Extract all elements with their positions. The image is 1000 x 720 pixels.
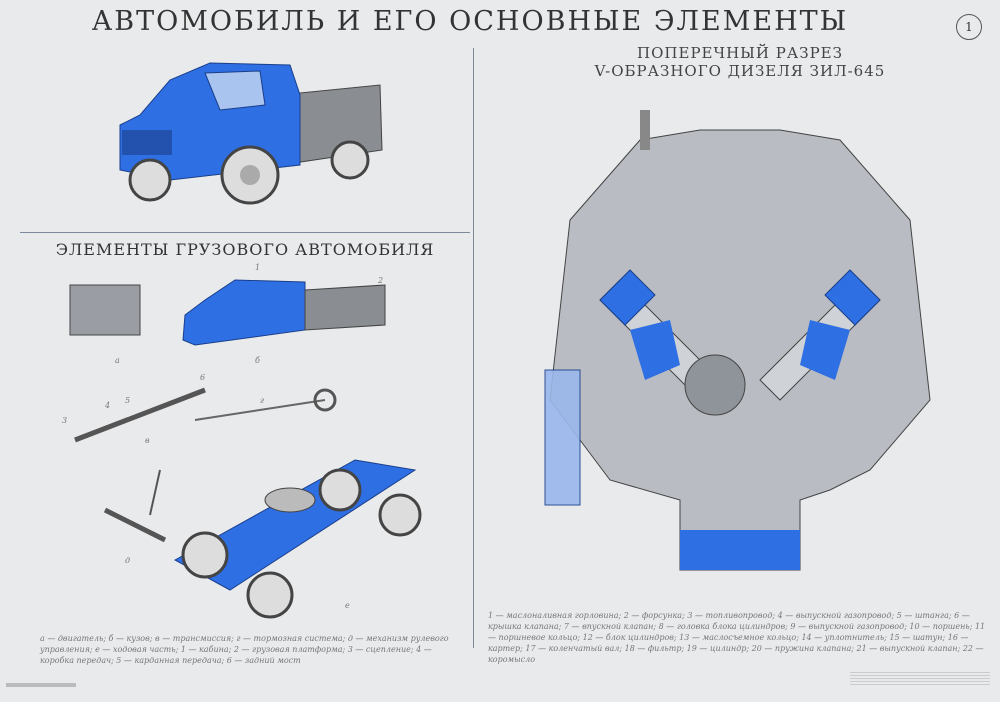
right-caption: 1 — маслоналивная горловина; 2 — форсунк…: [488, 611, 986, 664]
right-title: ПОПЕРЕЧНЫЙ РАЗРЕЗ V-ОБРАЗНОГО ДИЗЕЛЯ ЗИЛ…: [520, 44, 960, 80]
label-b: б: [255, 356, 260, 365]
poster: АВТОМОБИЛЬ И ЕГО ОСНОВНЫЕ ЭЛЕМЕНТЫ 1 ЭЛЕ…: [0, 0, 1000, 702]
left-caption: а — двигатель; б — кузов; в — трансмисси…: [40, 634, 449, 665]
label-2: 2: [378, 276, 384, 285]
label-v: в: [145, 436, 150, 445]
label-4: 4: [105, 401, 111, 410]
label-e: е: [345, 601, 350, 610]
label-6: 6: [200, 373, 206, 382]
sheet-number: 1: [956, 14, 982, 40]
label-1: 1: [255, 263, 261, 272]
right-title-line2: V-ОБРАЗНОГО ДИЗЕЛЯ ЗИЛ-645: [594, 62, 886, 80]
label-5: 5: [125, 396, 131, 405]
right-title-line1: ПОПЕРЕЧНЫЙ РАЗРЕЗ: [637, 44, 843, 62]
truck-illustration: [119, 62, 383, 205]
imprint-right: [850, 672, 990, 686]
engine-cross-section: [544, 110, 931, 571]
label-g: г: [260, 396, 265, 405]
left-subtitle: ЭЛЕМЕНТЫ ГРУЗОВОГО АВТОМОБИЛЯ: [55, 240, 435, 259]
label-a: а: [115, 356, 120, 365]
imprint-left: [6, 683, 76, 687]
vertical-divider: [473, 48, 474, 648]
label-d: д: [125, 556, 131, 565]
truck-elements-illustration: [69, 279, 422, 619]
page-title: АВТОМОБИЛЬ И ЕГО ОСНОВНЫЕ ЭЛЕМЕНТЫ: [91, 6, 849, 37]
horizontal-divider: [20, 232, 470, 233]
label-3: 3: [62, 416, 68, 425]
